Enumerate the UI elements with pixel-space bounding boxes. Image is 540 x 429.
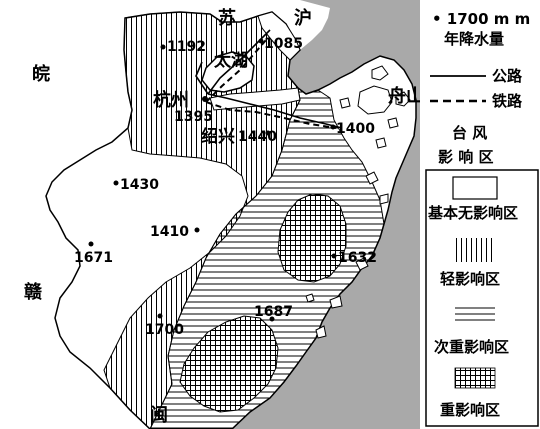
zhoushan-islands: [305, 65, 411, 339]
label-min: 闽: [150, 404, 168, 426]
legend-label-light: 轻影响区: [440, 270, 500, 288]
legend-rainfall-line1: • 1700 m m: [432, 10, 530, 28]
station-dot-1192: [160, 44, 166, 50]
station-dot-1430: [113, 180, 119, 186]
label-zhoushan: 舟山: [388, 85, 424, 107]
label-gan: 赣: [24, 281, 43, 303]
station-dot-1395: [202, 96, 208, 102]
station-label-1440: 1440: [238, 129, 277, 145]
station-label-1395: 1395: [174, 109, 213, 125]
station-dot-1440: [265, 130, 271, 136]
station-label-1410: 1410: [150, 224, 189, 240]
station-label-1687: 1687: [254, 304, 293, 320]
station-markers: [88, 38, 337, 322]
railway-network: [205, 39, 337, 129]
zone-heavy-north: [277, 193, 347, 283]
sea-area: [232, 0, 420, 429]
label-su: 苏: [218, 7, 236, 29]
legend-swatch-medium: [455, 304, 495, 324]
label-taihu: 太湖: [214, 50, 248, 71]
station-label-1085: 1085: [264, 36, 303, 52]
legend-swatch-light: [455, 238, 495, 262]
zone-heavy-south: [179, 315, 279, 413]
station-label-1400: 1400: [336, 121, 375, 137]
station-label-1430: 1430: [120, 177, 159, 193]
taihu-lake: [201, 51, 255, 93]
station-dot-1687: [269, 316, 275, 322]
legend-swatch-heavy: [454, 367, 496, 389]
station-dot-1085: [258, 38, 264, 44]
legend-label-medium: 次重影响区: [434, 338, 509, 356]
station-dot-1632: [331, 253, 337, 259]
label-wan: 皖: [32, 63, 50, 85]
station-dot-1671: [88, 241, 94, 247]
legend-typhoon-title-1: 台 风: [452, 124, 487, 142]
label-hu: 沪: [294, 7, 312, 29]
legend-label-heavy: 重影响区: [440, 401, 500, 419]
station-label-1700: 1700: [145, 322, 184, 338]
legend-typhoon-title-2: 影 响 区: [438, 148, 493, 166]
legend-rainfall-line2: 年降水量: [444, 30, 504, 48]
station-dot-1700: [157, 313, 163, 319]
station-dot-1410: [194, 227, 200, 233]
legend-highway-label: 公路: [492, 67, 523, 85]
label-hangzhou: 杭州: [153, 89, 189, 111]
station-dot-1400: [330, 124, 336, 130]
legend-background: [420, 0, 540, 429]
legend-box: [425, 169, 539, 427]
legend-railway-label: 铁路: [492, 92, 523, 110]
label-shaoxing: 绍兴: [201, 126, 235, 147]
station-label-1671: 1671: [74, 250, 113, 266]
legend-swatch-none: [452, 176, 498, 200]
station-label-1192: 1192: [167, 39, 206, 55]
legend-label-none: 基本无影响区: [427, 204, 518, 222]
station-label-1632: 1632: [338, 250, 377, 266]
